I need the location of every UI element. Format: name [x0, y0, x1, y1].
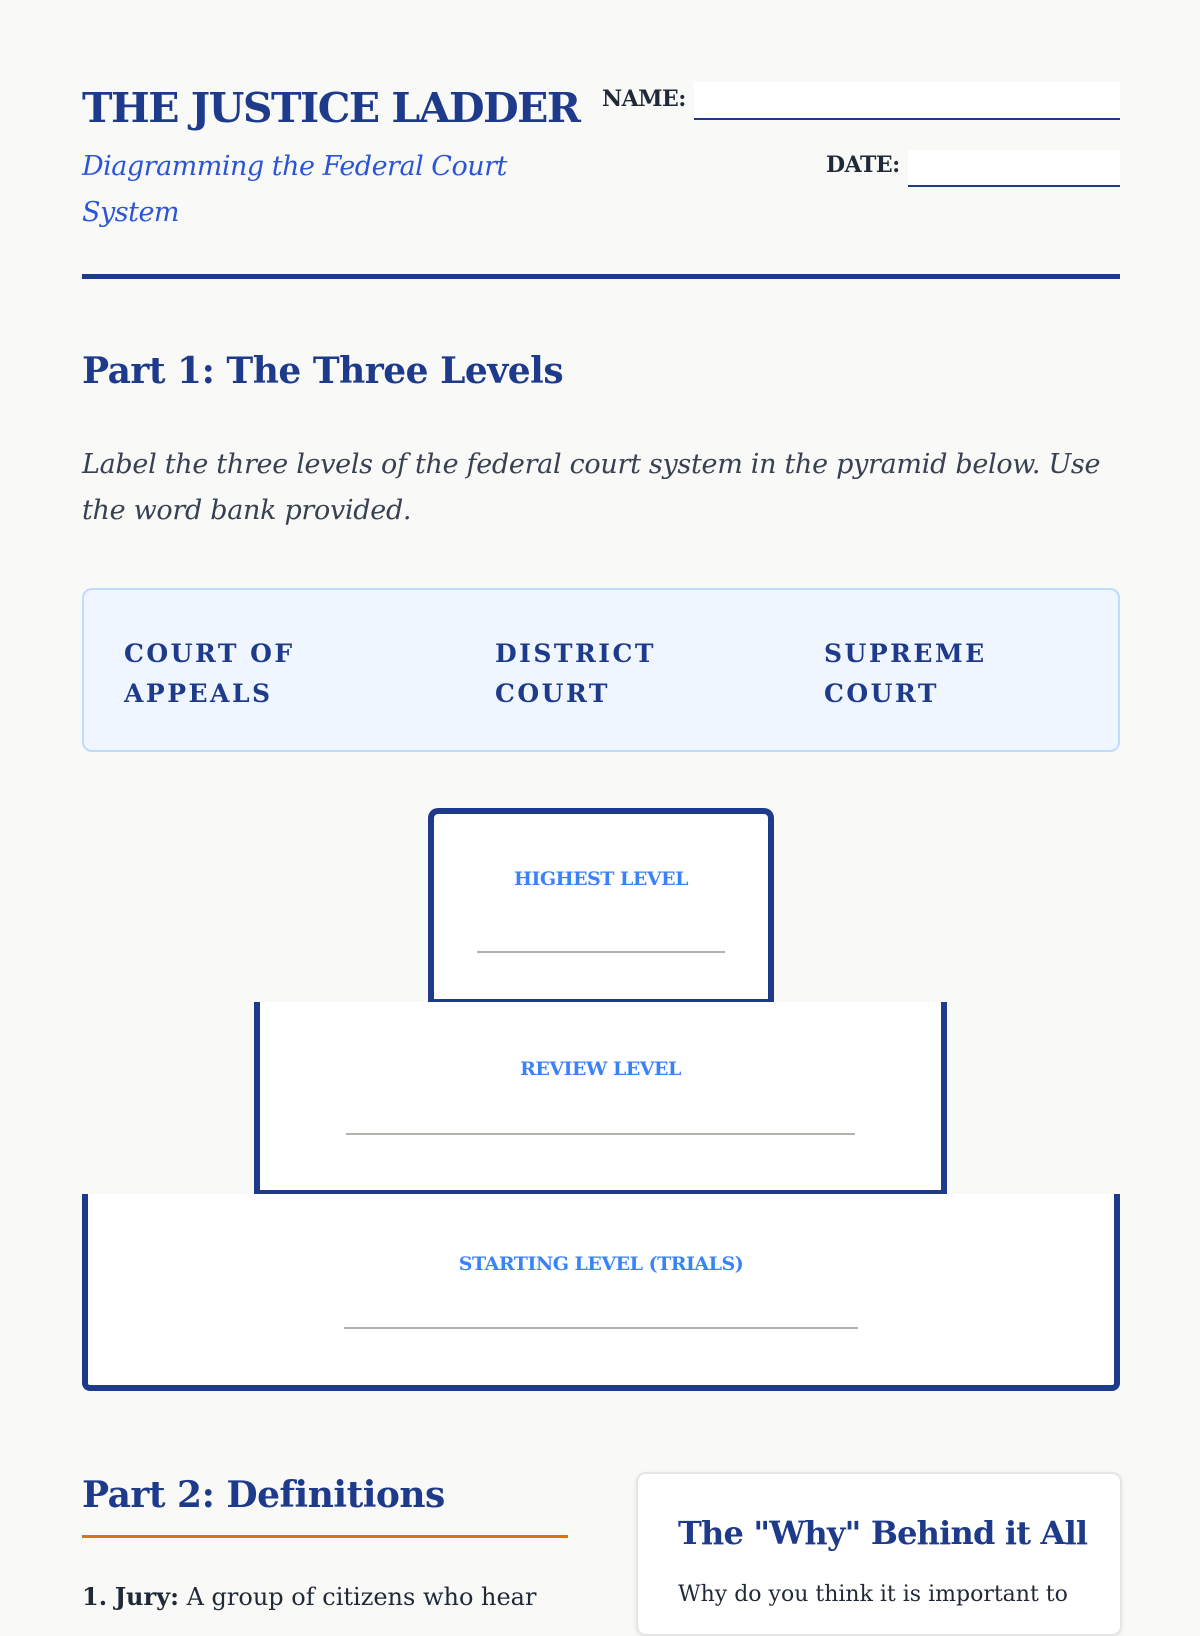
pyramid-tier-starting: STARTING LEVEL (TRIALS): [82, 1194, 1120, 1391]
definition-text: A group of citizens who hear: [178, 1583, 537, 1611]
word-bank: Court of Appeals District Court Supreme …: [82, 588, 1120, 752]
answer-line[interactable]: [344, 1327, 858, 1329]
worksheet-subtitle: Diagramming the Federal Court System: [82, 151, 507, 228]
why-card-title: The "Why" Behind it All: [678, 1514, 1088, 1552]
definition-term: Jury:: [114, 1582, 179, 1611]
tier-label: STARTING LEVEL (TRIALS): [458, 1253, 744, 1275]
tier-label: REVIEW LEVEL: [520, 1058, 681, 1080]
word-bank-item: Supreme Court: [824, 639, 987, 708]
tier-label: HIGHEST LEVEL: [514, 868, 688, 890]
pyramid-tier-review: REVIEW LEVEL: [254, 1002, 947, 1194]
answer-line[interactable]: [346, 1133, 855, 1135]
name-field[interactable]: [694, 82, 1120, 120]
why-card-text: Why do you think it is important to: [678, 1582, 1068, 1607]
word-bank-item: Court of Appeals: [124, 639, 295, 708]
date-label: DATE:: [826, 152, 900, 178]
pyramid-tier-highest: HIGHEST LEVEL: [428, 808, 774, 1003]
header-divider: [82, 274, 1120, 279]
part2-heading: Part 2: Definitions: [82, 1474, 445, 1516]
part1-heading: Part 1: The Three Levels: [82, 350, 564, 392]
worksheet-title: THE JUSTICE LADDER: [82, 84, 581, 132]
word-bank-item: District Court: [495, 639, 657, 708]
why-card: The "Why" Behind it All Why do you think…: [636, 1472, 1122, 1636]
date-field[interactable]: [908, 150, 1120, 187]
definition-item: 1. Jury: A group of citizens who hear: [82, 1582, 536, 1611]
name-label: NAME:: [602, 86, 686, 112]
answer-line[interactable]: [477, 951, 725, 953]
item-number: 1.: [82, 1582, 108, 1611]
part2-underline: [82, 1535, 568, 1538]
part1-instructions: Label the three levels of the federal co…: [82, 449, 1101, 526]
